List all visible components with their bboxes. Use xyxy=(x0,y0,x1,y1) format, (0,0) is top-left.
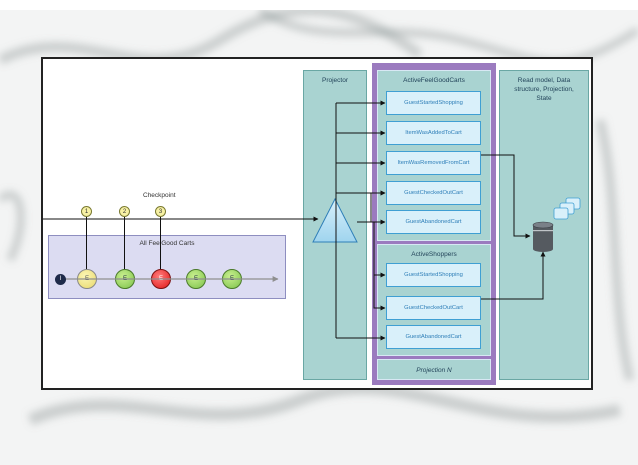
event-box-shoppers-guest-started-shopping: GuestStartedShopping xyxy=(386,263,481,287)
event-box-guest-started-shopping: GuestStartedShopping xyxy=(386,91,481,115)
group-title-active-feelgood-carts: ActiveFeelGoodCarts xyxy=(403,77,465,84)
event-box-guest-checked-out-cart: GuestCheckedOutCart xyxy=(386,181,481,205)
group-title-active-shoppers: ActiveShoppers xyxy=(411,251,457,258)
projector-title: Projector xyxy=(321,77,348,84)
event-stream-lane: All FeelGood Carts xyxy=(48,235,286,299)
event-box-shoppers-guest-abandoned-cart: GuestAbandonedCart xyxy=(386,325,481,349)
stream-event-2: E xyxy=(115,269,135,289)
event-box-item-was-added-to-cart: ItemWasAddedToCart xyxy=(386,121,481,145)
event-box-item-was-removed-from-cart: ItemWasRemovedFromCart xyxy=(386,151,481,175)
read-model-title-line1: Read model, Data xyxy=(517,77,571,84)
checkpoint-marker-1: 1 xyxy=(81,206,92,217)
event-box-guest-abandoned-cart: GuestAbandonedCart xyxy=(386,210,481,234)
event-box-shoppers-guest-checked-out-cart: GuestCheckedOutCart xyxy=(386,296,481,320)
checkpoint-marker-2: 2 xyxy=(119,206,130,217)
stream-event-4: E xyxy=(186,269,206,289)
read-model-title-line2: structure, Projection, xyxy=(514,86,574,93)
checkpoint-marker-3: 3 xyxy=(155,206,166,217)
stream-event-5: E xyxy=(222,269,242,289)
checkpoint-label: Checkpoint xyxy=(143,192,176,199)
top-bar xyxy=(0,0,638,10)
projector-column: Projector xyxy=(303,70,367,380)
stream-event-3: E xyxy=(151,269,171,289)
read-model-title-line3: State xyxy=(536,95,552,102)
group-title-projection-n: Projection N xyxy=(416,367,452,374)
stream-title: All FeelGood Carts xyxy=(139,240,195,247)
group-projection-n: Projection N xyxy=(377,359,491,380)
initial-state-node: I xyxy=(55,274,66,285)
stream-event-1: E xyxy=(77,269,97,289)
read-model-column: Read model, Data structure, Projection, … xyxy=(499,70,589,380)
